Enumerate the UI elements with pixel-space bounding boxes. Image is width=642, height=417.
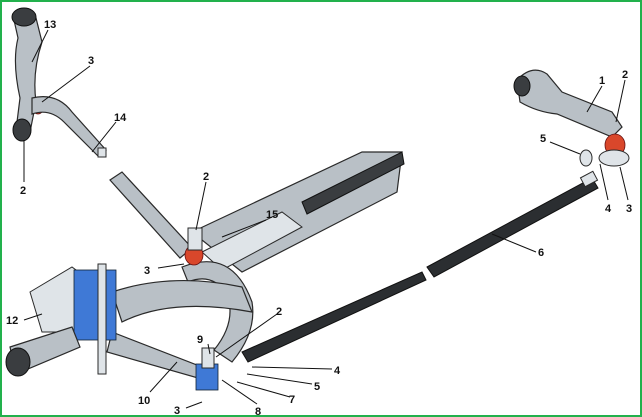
crossmember-15 bbox=[190, 151, 405, 273]
lower-arm-10 bbox=[106, 279, 253, 384]
middle-rod-14 bbox=[31, 96, 193, 259]
label-7: 7 bbox=[289, 394, 295, 406]
label-3: 3 bbox=[88, 55, 94, 67]
leader-lines bbox=[23, 29, 629, 409]
steering-knuckle-12 bbox=[5, 263, 117, 377]
label-13: 13 bbox=[44, 19, 56, 31]
label-2: 2 bbox=[20, 185, 26, 197]
label-15: 15 bbox=[266, 209, 278, 221]
label-3: 3 bbox=[174, 405, 180, 417]
label-4: 4 bbox=[605, 203, 612, 215]
label-4: 4 bbox=[334, 365, 341, 377]
label-6: 6 bbox=[538, 247, 544, 259]
tie-rod-6 bbox=[426, 170, 599, 278]
label-14: 14 bbox=[114, 112, 127, 124]
label-3: 3 bbox=[144, 265, 150, 277]
pendulum-arm-13 bbox=[11, 7, 45, 142]
label-2: 2 bbox=[276, 306, 282, 318]
label-9: 9 bbox=[197, 334, 203, 346]
label-1: 1 bbox=[599, 75, 605, 87]
steering-arm-1 bbox=[513, 69, 630, 167]
label-12: 12 bbox=[6, 315, 18, 327]
label-8: 8 bbox=[255, 406, 261, 417]
label-3: 3 bbox=[626, 203, 632, 215]
label-2: 2 bbox=[203, 171, 209, 183]
tie-rod-lower bbox=[195, 271, 427, 391]
label-2: 2 bbox=[622, 69, 628, 81]
label-10: 10 bbox=[138, 395, 150, 407]
callout-labels: 13 3 14 2 2 15 3 1 2 5 4 3 6 12 9 2 4 5 … bbox=[6, 19, 632, 417]
label-5: 5 bbox=[540, 133, 546, 145]
label-5: 5 bbox=[314, 381, 320, 393]
